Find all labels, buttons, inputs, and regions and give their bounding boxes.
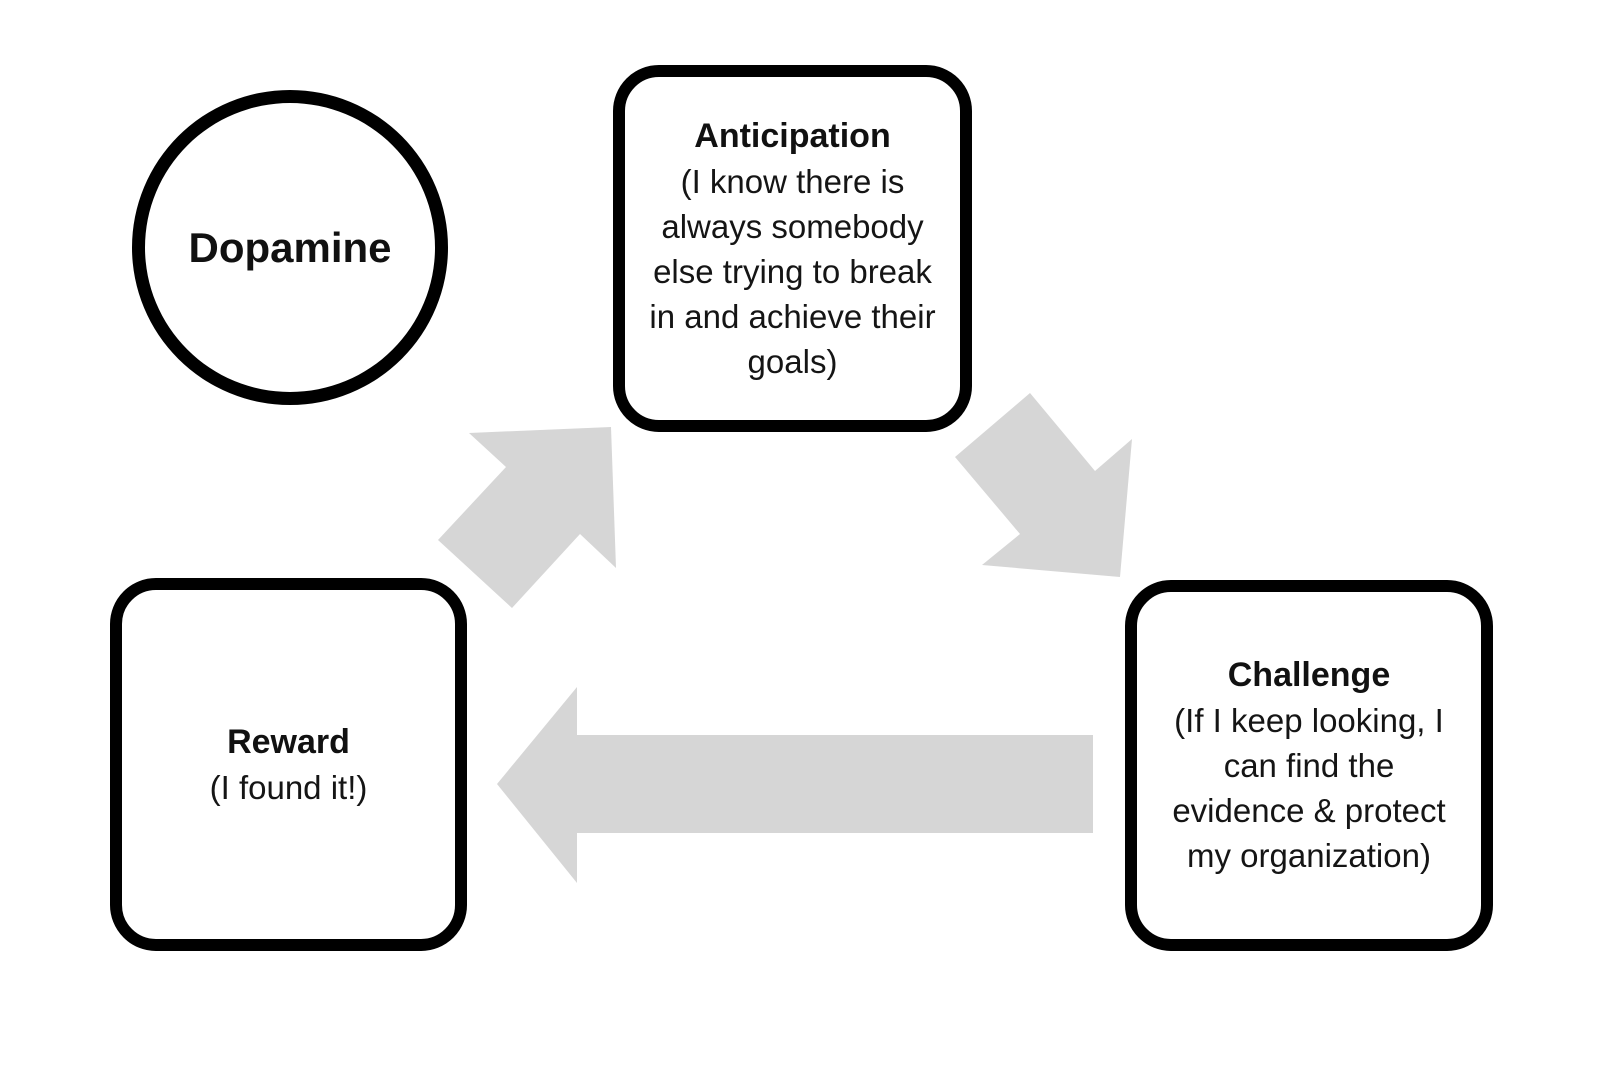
- anticipation-body: (I know there is always somebody else tr…: [649, 162, 936, 380]
- anticipation-box: Anticipation (I know there is always som…: [613, 65, 972, 432]
- reward-title: Reward: [227, 722, 350, 761]
- arrow-reward-to-anticipation-icon: [438, 427, 616, 608]
- reward-body: (I found it!): [209, 768, 368, 806]
- challenge-box: Challenge (If I keep looking, I can find…: [1125, 580, 1493, 951]
- reward-box: Reward (I found it!): [110, 578, 467, 951]
- dopamine-circle: Dopamine: [132, 90, 448, 405]
- challenge-body: (If I keep looking, I can find the evide…: [1172, 702, 1446, 874]
- dopamine-label: Dopamine: [188, 223, 392, 271]
- anticipation-title: Anticipation: [694, 116, 891, 155]
- challenge-title: Challenge: [1227, 656, 1391, 694]
- arrow-anticipation-to-challenge-icon: [955, 393, 1132, 577]
- arrow-challenge-to-reward-icon: [497, 687, 1093, 883]
